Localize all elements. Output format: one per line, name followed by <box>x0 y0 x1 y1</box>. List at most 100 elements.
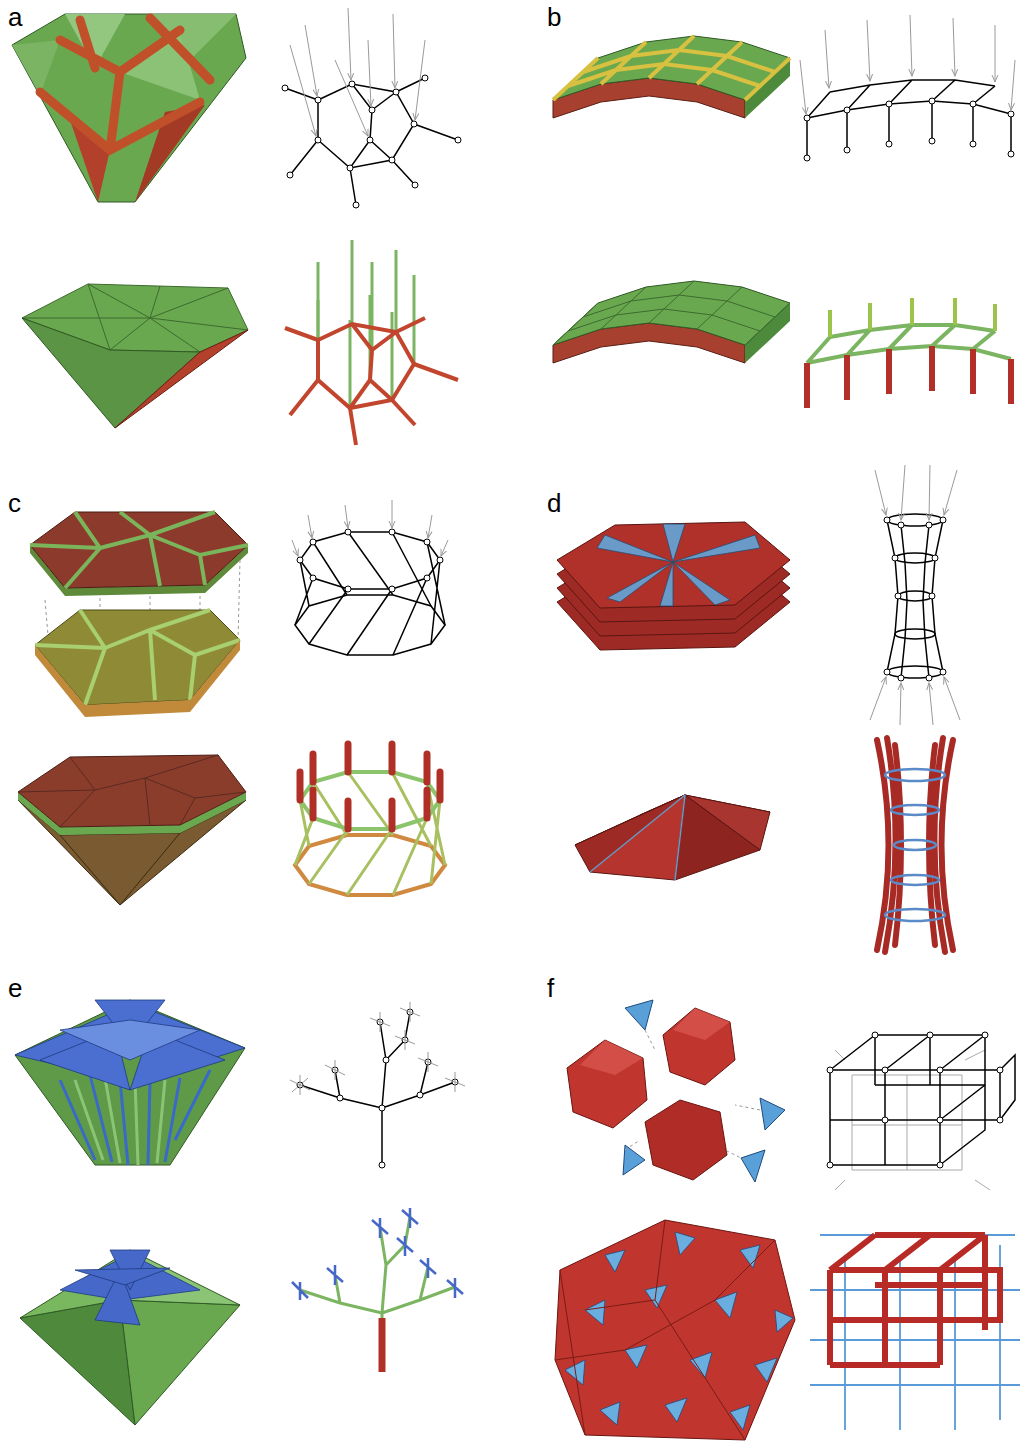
panel-c-art <box>300 772 440 829</box>
panel-f-art <box>555 1000 1020 1440</box>
panel-c-art <box>292 500 448 556</box>
panel-c-art <box>295 532 445 655</box>
panel-d-art <box>673 535 760 562</box>
panel-a-art <box>282 85 288 91</box>
panel-letter: d <box>547 490 561 516</box>
panel-b-art <box>804 115 810 121</box>
panel-f-art <box>580 1040 643 1075</box>
panel-d-art <box>901 465 905 520</box>
panel-f-art <box>665 1398 687 1422</box>
panel-b-art <box>929 98 935 104</box>
panel-d-art <box>557 465 960 952</box>
panel-f-art <box>675 1232 695 1255</box>
panel-f-art <box>775 1310 793 1332</box>
panel-b-art <box>995 25 996 82</box>
panel-f-art <box>852 1075 962 1170</box>
panel-d-art <box>895 629 935 639</box>
panel-d-art <box>898 675 904 681</box>
panel-a-art <box>411 121 417 127</box>
panel-f-art <box>600 1402 620 1425</box>
panel-a-art <box>348 8 351 80</box>
panel-f-art <box>940 1055 1015 1120</box>
panel-a-art <box>315 97 321 103</box>
panel-f-art <box>827 1067 833 1073</box>
panel-c-art <box>300 744 440 829</box>
panel-a-art <box>395 250 398 332</box>
panel-f-art <box>567 1008 735 1180</box>
panel-c-art <box>297 557 303 563</box>
panel-d-art <box>898 591 932 601</box>
panel-a-art <box>12 8 461 445</box>
panel-d-art <box>887 520 943 678</box>
panel-b-art <box>800 15 1015 114</box>
panel-c-art <box>295 772 445 895</box>
panel-b-art <box>886 141 892 147</box>
panel-f-art <box>982 1032 988 1038</box>
panel-d-art <box>932 555 938 561</box>
panel-a-art <box>285 78 458 205</box>
panel-e-art <box>383 1057 389 1063</box>
panel-b-art <box>867 20 870 81</box>
panel-d-art <box>673 562 730 605</box>
panel-letter: a <box>8 4 22 30</box>
panel-d-art <box>929 683 933 725</box>
panel-c-art <box>60 833 180 905</box>
panel-d-art <box>898 522 904 528</box>
panel-a-art <box>22 318 200 428</box>
panel-a-art <box>349 320 352 408</box>
panel-f-art <box>690 1352 712 1378</box>
panel-f-art <box>741 1150 765 1182</box>
panel-a-art <box>12 40 60 95</box>
panel-f-art <box>830 1235 1000 1330</box>
panel-e-art <box>15 1000 465 1425</box>
panel-b-art <box>830 298 995 337</box>
panel-d-art <box>597 535 673 562</box>
panel-c-art <box>310 539 316 545</box>
panel-b-art <box>800 60 806 114</box>
panel-d-art <box>885 769 945 781</box>
panel-f-art <box>605 1250 625 1272</box>
panel-a-art <box>412 182 418 188</box>
panel-d-art <box>877 738 953 952</box>
panel-d-art <box>675 795 760 880</box>
panel-f-art <box>810 1235 1020 1430</box>
panel-b-art <box>807 325 1011 363</box>
panel-a-art <box>287 172 293 178</box>
panel-d-art <box>895 593 901 599</box>
panel-b-art <box>929 138 935 144</box>
panel-f-art <box>997 1117 1003 1123</box>
panel-d-art <box>929 593 935 599</box>
panel-d-art <box>884 669 890 675</box>
panel-f-art <box>810 1235 1020 1430</box>
panel-b-art <box>844 107 850 113</box>
panel-f-art <box>882 1117 888 1123</box>
panel-e-art <box>290 1002 465 1095</box>
panel-d-art <box>887 514 943 678</box>
panel-f-art <box>830 1035 985 1120</box>
panel-a-art <box>115 330 248 428</box>
panel-a-art <box>422 75 428 81</box>
panel-c-art <box>297 529 443 592</box>
panel-d-art <box>894 840 936 850</box>
panel-d-art <box>663 524 685 562</box>
panel-f-art <box>882 1067 888 1073</box>
panel-e-art <box>60 1020 200 1060</box>
panel-b-art <box>553 281 790 345</box>
panel-f-art <box>623 1000 785 1182</box>
panel-b-art <box>553 281 790 345</box>
panel-a-art <box>353 202 359 208</box>
panel-e-art <box>379 1105 385 1111</box>
panel-f-art <box>875 1035 985 1165</box>
panel-d-art <box>895 553 935 563</box>
panel-d-art <box>660 562 673 606</box>
panel-letter: e <box>8 975 22 1001</box>
panel-f-art <box>872 1032 878 1038</box>
panel-c-art <box>295 744 445 895</box>
panel-e-art <box>337 1095 343 1101</box>
panel-a-art <box>290 8 425 136</box>
panel-b-art <box>804 98 1014 161</box>
panel-d-art <box>877 738 953 952</box>
panel-e-art <box>292 1208 463 1300</box>
panel-b-art <box>807 346 1011 408</box>
panel-d-art <box>885 769 945 921</box>
